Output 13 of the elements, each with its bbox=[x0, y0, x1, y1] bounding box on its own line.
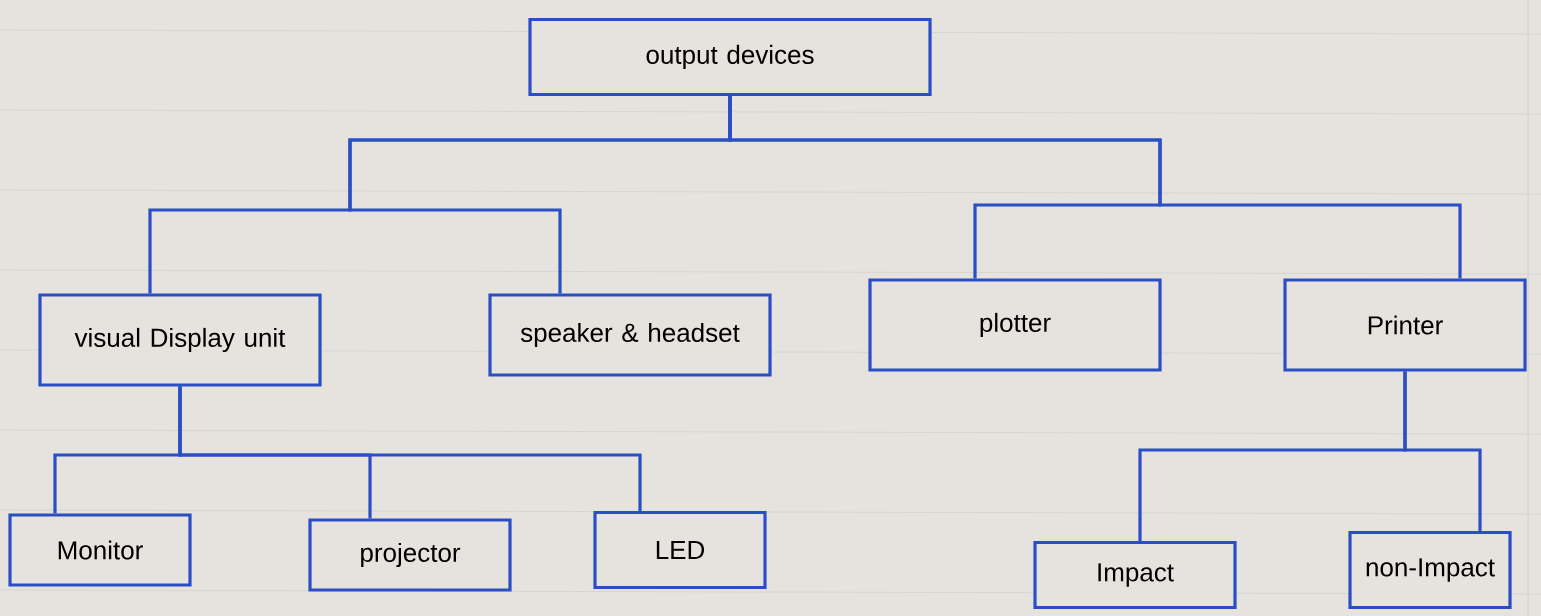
process-box: projector bbox=[308, 518, 512, 592]
process-box: non-Impact bbox=[1348, 530, 1512, 610]
process-box: visual Display unit bbox=[38, 293, 322, 387]
process-box: Impact bbox=[1033, 540, 1237, 610]
process-box: speaker & headset bbox=[488, 293, 772, 377]
connector-line bbox=[728, 96, 1462, 279]
process-box: output devices bbox=[528, 17, 932, 97]
connector-line bbox=[1403, 371, 1482, 531]
process-box: Printer bbox=[1283, 278, 1527, 372]
process-box: plotter bbox=[868, 278, 1162, 372]
connector-line bbox=[178, 386, 642, 511]
process-box: LED bbox=[593, 510, 767, 590]
process-box: Monitor bbox=[8, 513, 192, 587]
